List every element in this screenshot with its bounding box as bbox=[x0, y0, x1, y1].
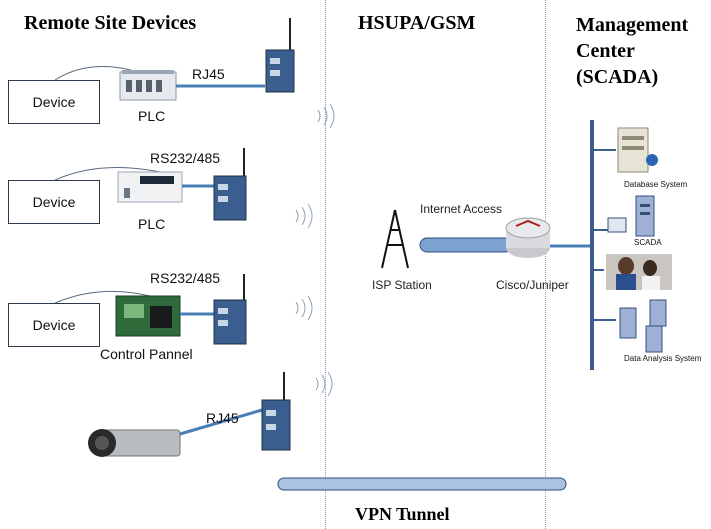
cisco-router bbox=[505, 217, 551, 258]
management-heading-1: Management bbox=[576, 14, 689, 36]
database-system-label: Database System bbox=[624, 180, 688, 189]
management-heading-3: (SCADA) bbox=[576, 66, 659, 88]
device-box-2: Device bbox=[8, 180, 100, 224]
data-analysis-servers bbox=[619, 299, 667, 353]
rs232-label-1: RS232/485 bbox=[150, 150, 221, 166]
divider-left bbox=[325, 0, 326, 529]
divider-right bbox=[545, 0, 546, 529]
camera bbox=[88, 429, 181, 457]
router-modem-1 bbox=[265, 18, 295, 93]
router-modem-4 bbox=[261, 372, 291, 451]
plc-label-2: PLC bbox=[138, 216, 166, 232]
isp-tower bbox=[381, 209, 409, 269]
device-label: Device bbox=[32, 194, 76, 210]
isp-station-label: ISP Station bbox=[372, 278, 432, 292]
device-box-3: Device bbox=[8, 303, 100, 347]
device-box-1: Device bbox=[8, 80, 100, 124]
management-heading-2: Center bbox=[576, 40, 635, 62]
plc-label-1: PLC bbox=[138, 108, 166, 124]
data-analysis-label: Data Analysis System bbox=[624, 354, 702, 363]
plc-unit-2 bbox=[117, 171, 183, 203]
control-panel bbox=[115, 295, 181, 337]
device-wire bbox=[54, 66, 139, 81]
device-wire bbox=[54, 290, 151, 304]
control-pannel-label: Control Pannel bbox=[100, 346, 193, 362]
router-modem-3 bbox=[213, 274, 247, 345]
scada-workstation bbox=[607, 195, 655, 237]
internet-pipe bbox=[419, 237, 513, 253]
rj45-label-1: RJ45 bbox=[192, 66, 225, 82]
rj45-label-2: RJ45 bbox=[206, 410, 239, 426]
vpn-tunnel-pipe bbox=[277, 477, 567, 491]
remote-site-heading: Remote Site Devices bbox=[24, 12, 197, 34]
cable-rj45-2 bbox=[179, 408, 263, 436]
wireless-waves bbox=[295, 103, 335, 397]
rs232-label-2: RS232/485 bbox=[150, 270, 221, 286]
hsupa-gsm-heading: HSUPA/GSM bbox=[358, 12, 476, 34]
database-server bbox=[617, 127, 658, 173]
scada-label: SCADA bbox=[634, 238, 662, 247]
device-label: Device bbox=[32, 94, 76, 110]
plc-unit-1 bbox=[119, 70, 177, 101]
internet-access-label: Internet Access bbox=[420, 202, 503, 216]
cisco-juniper-label: Cisco/Juniper bbox=[496, 278, 569, 292]
router-modem-2 bbox=[213, 148, 247, 221]
device-wire bbox=[54, 167, 161, 181]
operators-photo bbox=[606, 254, 672, 290]
vpn-tunnel-label: VPN Tunnel bbox=[355, 504, 450, 524]
device-label: Device bbox=[32, 317, 76, 333]
